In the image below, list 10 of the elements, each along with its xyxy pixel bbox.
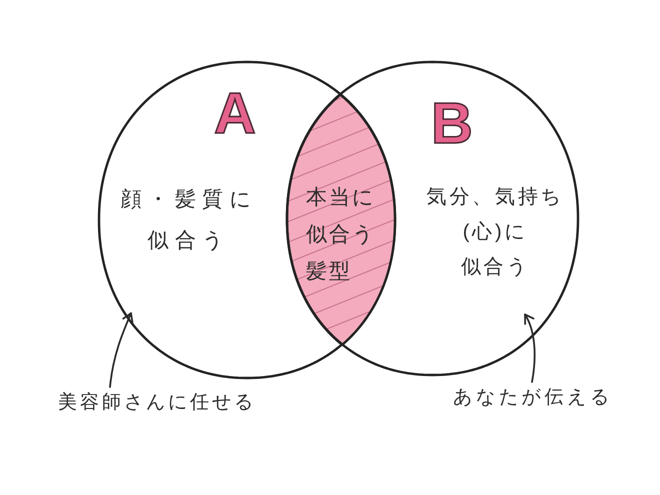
leader-arrow — [109, 312, 134, 388]
set-label: 気分、気持ち(心)に似合う — [426, 185, 564, 280]
set-letter: A — [214, 85, 256, 143]
leader-arrow — [524, 314, 536, 383]
overlap-region — [285, 92, 397, 346]
annotation-text: 美容師さんに任せる — [58, 390, 256, 416]
annotation-text: あなたが伝える — [453, 385, 613, 411]
set-label: 顔・髪質に似合う — [120, 187, 258, 254]
set-letter: B — [431, 95, 473, 153]
overlap-label: 本当に似合う髪型 — [306, 185, 376, 285]
